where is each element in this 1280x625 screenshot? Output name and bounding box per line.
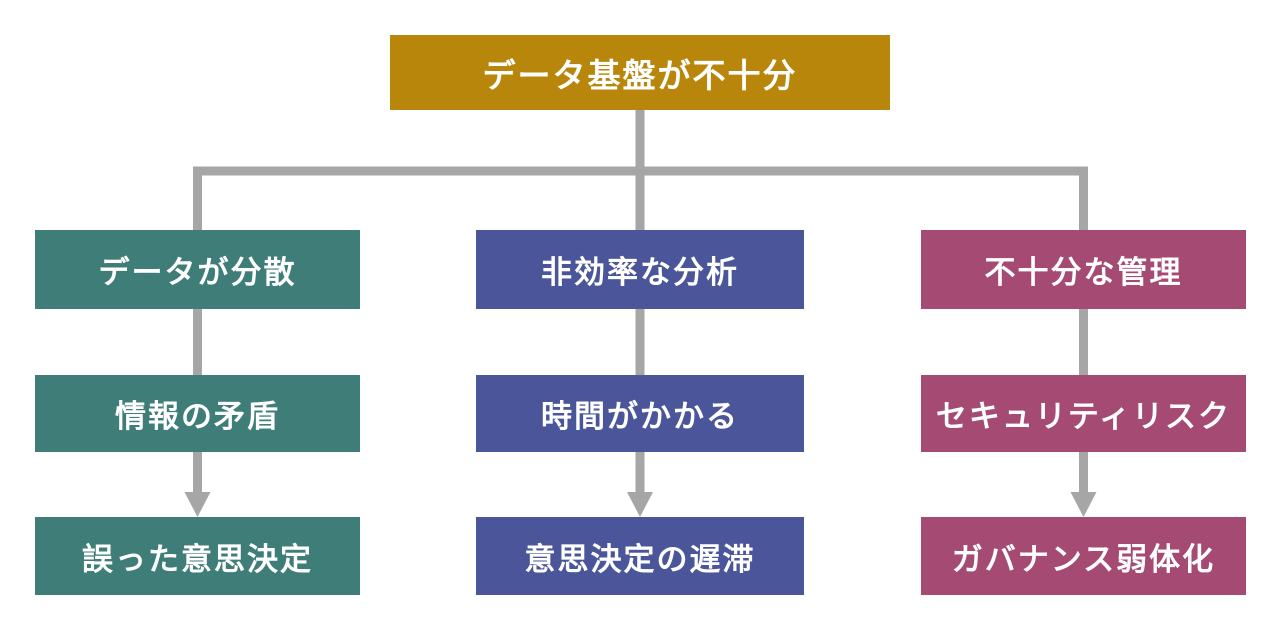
node-root-cause: データ基盤が不十分 [390, 35, 890, 110]
node-information-contradiction: 情報の矛盾 [35, 375, 360, 452]
node-delayed-decisions: 意思決定の遅滞 [476, 517, 804, 595]
node-data-scattered: データが分散 [35, 230, 360, 309]
arrowhead-mid-icon [627, 492, 653, 517]
node-governance-weakening: ガバナンス弱体化 [921, 517, 1246, 595]
arrowhead-left-icon [184, 492, 211, 517]
node-insufficient-management: 不十分な管理 [921, 230, 1246, 309]
node-security-risk: セキュリティリスク [921, 375, 1246, 452]
node-wrong-decisions: 誤った意思決定 [35, 517, 360, 595]
arrowhead-right-icon [1070, 492, 1097, 517]
node-time-consuming: 時間がかかる [476, 375, 804, 452]
node-inefficient-analysis: 非効率な分析 [476, 230, 804, 309]
